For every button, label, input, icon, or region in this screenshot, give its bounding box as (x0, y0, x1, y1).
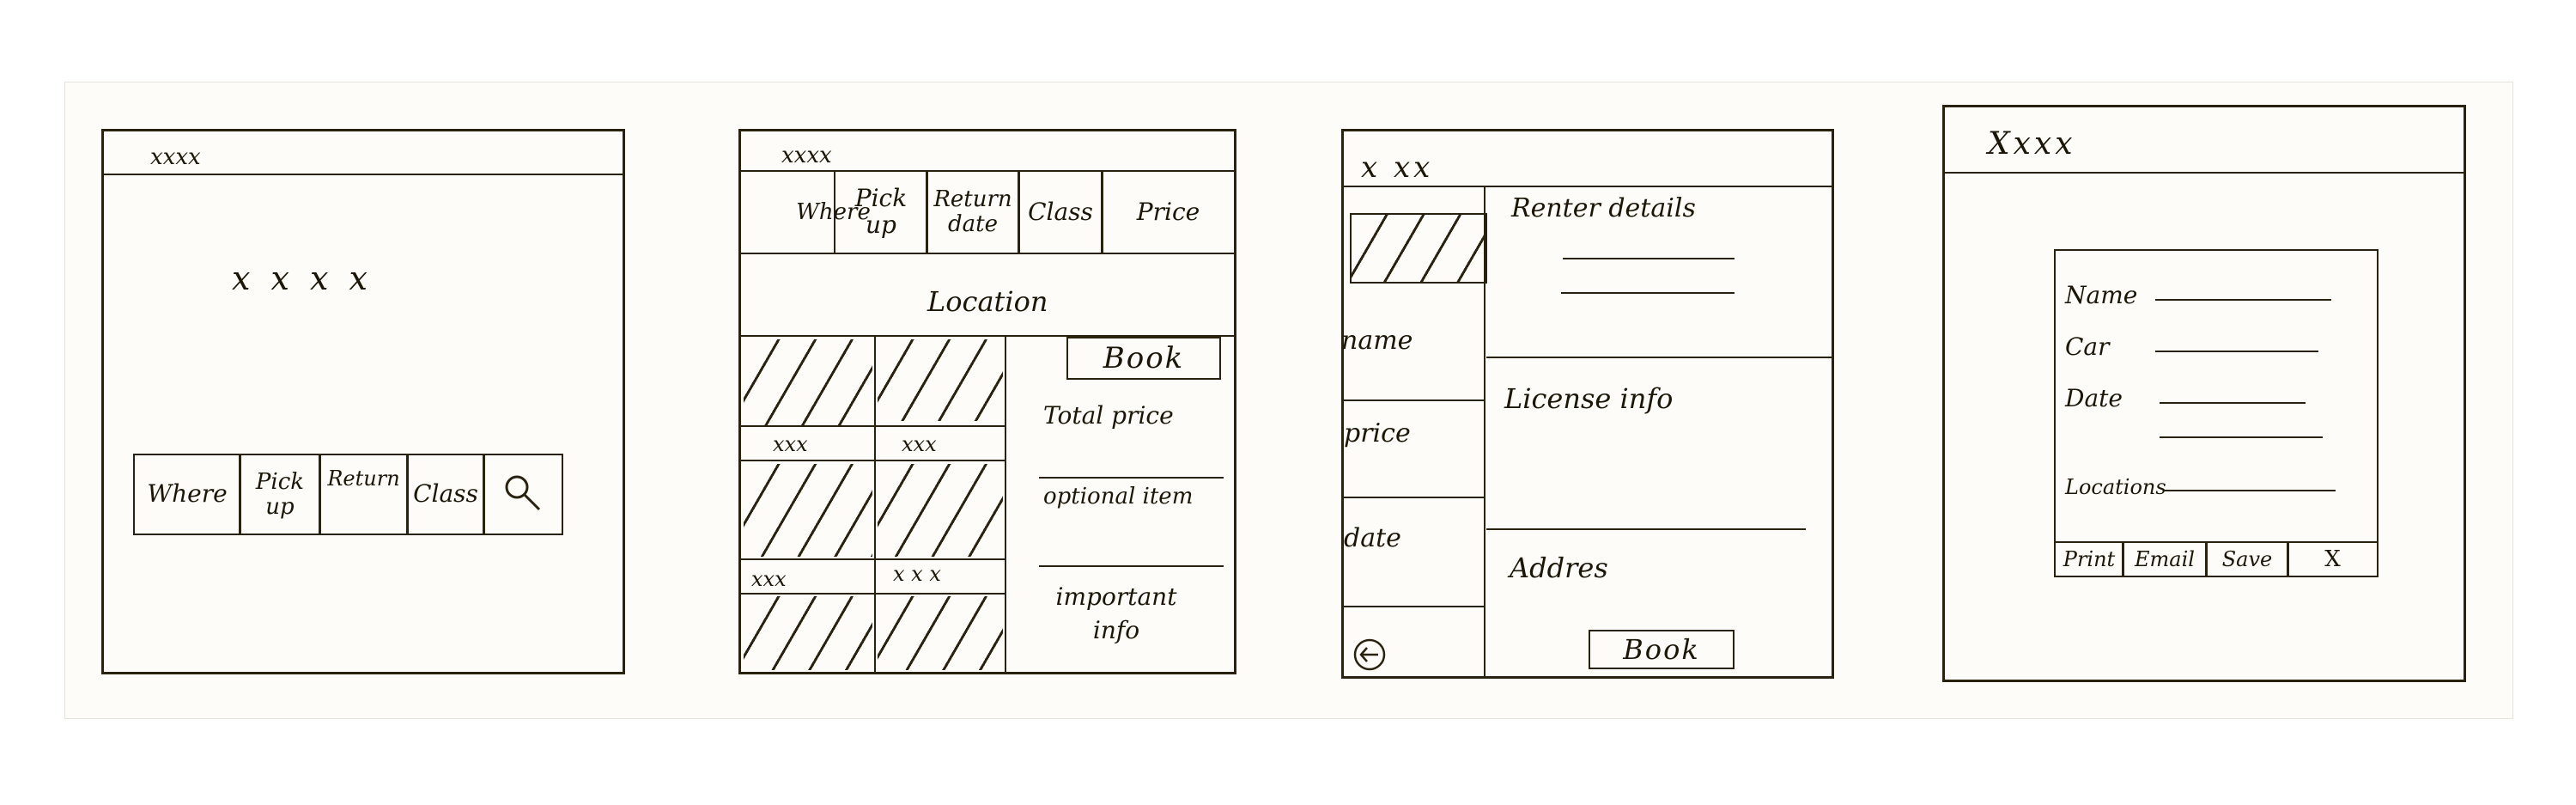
dialog-date-label: Date (2065, 384, 2123, 412)
renter-section-divider (1486, 357, 1832, 358)
name-field-line[interactable] (1344, 399, 1484, 401)
pickup-field[interactable]: Pick up (239, 454, 321, 535)
result-image-3[interactable] (744, 464, 872, 557)
result-row-divider-4 (741, 593, 1005, 595)
sidebar-divider-2 (1039, 565, 1224, 567)
result-caption-1: xxx (773, 432, 808, 456)
dialog-car-line[interactable] (2155, 351, 2318, 352)
dialog-car-label: Car (2065, 332, 2110, 361)
close-button[interactable]: X (2287, 541, 2379, 577)
screen-2-frame (738, 129, 1236, 674)
dialog-location-label: Locations (2065, 475, 2166, 499)
screen-4-frame (1942, 105, 2466, 682)
result-image-5[interactable] (744, 596, 872, 670)
column-price[interactable]: Price (1101, 170, 1234, 254)
sidebar-divider-1 (1039, 477, 1224, 479)
result-row-divider-1 (741, 425, 1005, 427)
return-field[interactable]: Return (319, 454, 409, 535)
screen-1-title: xxxx (150, 144, 201, 170)
address-label: Addres (1510, 552, 1608, 584)
license-info-label: License info (1504, 382, 1674, 415)
dialog-date-line-2[interactable] (2160, 436, 2323, 438)
screen-2-title: xxxx (781, 143, 832, 168)
screen-1-hero-text: x x x x (232, 259, 373, 297)
date-label: date (1344, 523, 1401, 553)
date-field-line[interactable] (1344, 606, 1484, 607)
result-row-divider-2 (741, 460, 1005, 461)
back-arrow-icon (1353, 638, 1386, 671)
dialog-location-line[interactable] (2164, 490, 2336, 491)
print-button[interactable]: Print (2054, 541, 2124, 577)
car-image (1350, 213, 1487, 284)
dialog-name-line[interactable] (2155, 299, 2331, 301)
class-field[interactable]: Class (406, 454, 485, 535)
results-grid-divider (874, 335, 876, 672)
screen-1-header-divider (104, 174, 623, 175)
screen-3-title: x xx (1361, 150, 1434, 185)
column-class[interactable]: Class (1018, 170, 1103, 254)
license-section-divider (1486, 528, 1806, 530)
price-label: price (1344, 418, 1411, 448)
result-caption-2: xxx (902, 432, 937, 456)
important-info-label: important info (1055, 582, 1177, 645)
price-field-line[interactable] (1344, 497, 1484, 498)
result-image-6[interactable] (878, 596, 1003, 670)
dialog-name-label: Name (2065, 281, 2138, 309)
result-image-1[interactable] (744, 339, 872, 425)
name-label: name (1341, 326, 1413, 356)
where-field[interactable]: Where (133, 454, 241, 535)
back-button[interactable] (1352, 637, 1387, 672)
result-caption-3: xxx (751, 567, 787, 591)
screen-4-title: Xxxx (1988, 126, 2076, 162)
column-pickup[interactable]: Pick up (834, 170, 928, 254)
result-image-2[interactable] (878, 339, 1003, 421)
book-button-details[interactable]: Book (1589, 630, 1735, 669)
location-divider (741, 335, 1234, 337)
result-caption-4: x x x (893, 562, 941, 586)
dialog-date-line-1[interactable] (2160, 402, 2306, 404)
result-row-divider-3 (741, 558, 1005, 560)
renter-field-line-2[interactable] (1561, 292, 1735, 294)
book-button[interactable]: Book (1066, 337, 1221, 380)
screen-3-column-divider (1484, 186, 1485, 676)
location-label: Location (927, 285, 1048, 318)
total-price-label: Total price (1043, 401, 1174, 430)
screen-3-frame (1341, 129, 1834, 679)
save-button[interactable]: Save (2205, 541, 2289, 577)
column-return-date[interactable]: Return date (926, 170, 1020, 254)
search-button[interactable] (483, 454, 563, 535)
renter-details-label: Renter details (1511, 193, 1696, 223)
search-icon (505, 475, 541, 510)
results-sidebar-divider (1005, 335, 1006, 672)
screen-3-header-divider (1344, 186, 1832, 187)
screen-4-header-divider (1945, 172, 2464, 174)
optional-item-label: optional item (1043, 484, 1194, 509)
result-image-4[interactable] (878, 464, 1003, 557)
screen-1-frame (101, 129, 625, 674)
email-button[interactable]: Email (2122, 541, 2208, 577)
sketch-paper (64, 82, 2513, 719)
renter-field-line-1[interactable] (1563, 258, 1735, 259)
